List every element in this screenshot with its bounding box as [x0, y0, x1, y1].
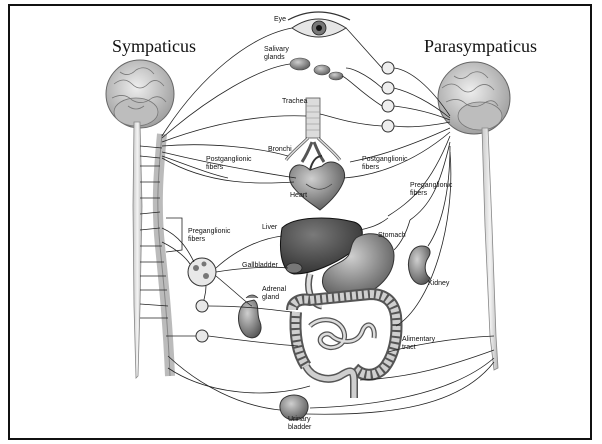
trachea-and-bronchi: [286, 98, 340, 162]
right-brain: [438, 62, 510, 134]
kidney-organ: [409, 246, 431, 284]
label-preganglionic-right: Preganglionic fibers: [410, 182, 452, 198]
heart-organ: [289, 156, 344, 210]
mesenteric-ganglion: [196, 300, 208, 312]
diagram-frame: Sympaticus Parasympaticus Eye Salivary g…: [8, 4, 592, 440]
label-preganglionic-left: Preganglionic fibers: [188, 228, 230, 244]
label-bronchi: Bronchi: [268, 146, 292, 154]
label-kidney: Kidney: [428, 280, 449, 288]
inferior-ganglion: [196, 330, 208, 342]
label-stomach: Stomach: [378, 232, 406, 240]
right-spinal-cord: [482, 128, 498, 370]
eye-organ: [288, 12, 350, 37]
label-liver: Liver: [262, 224, 277, 232]
salivary-glands: [290, 58, 343, 80]
label-gallbladder: Gallbladder: [242, 262, 278, 270]
label-urinary-bladder: Urinary bladder: [288, 416, 311, 432]
adrenal-gland-organ: [239, 295, 262, 338]
parasympaticus-title: Parasympaticus: [424, 36, 537, 57]
label-eye: Eye: [274, 16, 286, 24]
label-postganglionic-right: Postganglionic fibers: [362, 156, 408, 172]
label-adrenal-gland: Adrenal gland: [262, 286, 286, 302]
celiac-ganglion: [188, 258, 216, 286]
left-brain: [106, 60, 174, 128]
sympaticus-title: Sympaticus: [112, 36, 196, 57]
intestines-organ: [292, 274, 397, 398]
left-spinal-cord: [133, 122, 142, 378]
label-salivary-glands: Salivary glands: [264, 46, 289, 62]
label-postganglionic-left: Postganglionic fibers: [206, 156, 252, 172]
label-trachea: Trachea: [282, 98, 307, 106]
label-heart: Heart: [290, 192, 307, 200]
gallbladder-organ: [286, 263, 302, 273]
autonomic-nervous-system-illustration: [10, 6, 590, 438]
label-alimentary-tract: Alimentary tract: [402, 336, 435, 352]
cranial-ganglia: [382, 62, 394, 132]
